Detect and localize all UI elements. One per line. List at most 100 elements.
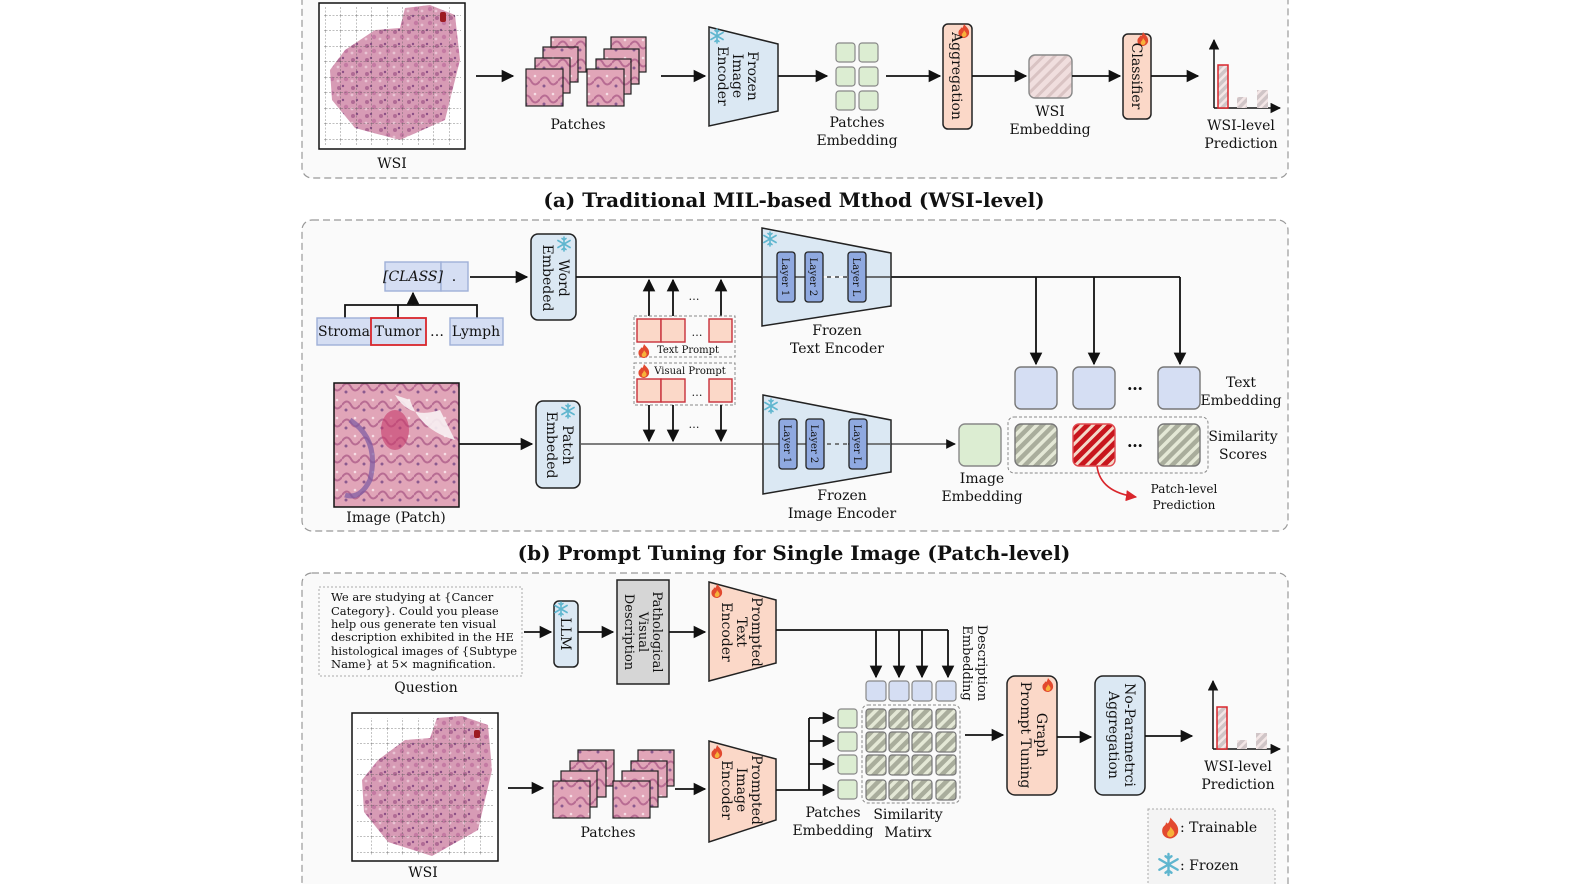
prediction-bar-2: [1237, 97, 1247, 108]
image-layer-1: [778, 418, 798, 470]
class-tumor: [370, 317, 427, 346]
similarity-score-3: [1157, 423, 1201, 467]
text-embedding-2: [1072, 366, 1116, 410]
section-b: [CLASS] . Stroma Tumor … Lymph Word Embe…: [301, 219, 1289, 532]
word-embed-line-2: Embeded: [539, 245, 555, 312]
image-layer-1-label: Layer 1: [781, 425, 792, 464]
patch-embeddings-c: [837, 708, 858, 800]
similarity-line-1: Similarity: [1208, 429, 1277, 445]
question-line-3: help ous generate ten visual: [331, 617, 496, 631]
similarity-cell-2-3: [935, 754, 957, 776]
patches-embedding-line-1: Patches: [829, 115, 884, 131]
similarity-line-2: Scores: [1219, 447, 1267, 463]
similarity-cell-2-2: [911, 754, 933, 776]
text-layer-1: [776, 251, 796, 303]
section-c-frame: [301, 572, 1289, 884]
encoder-line-2: Image: [729, 54, 745, 98]
patches-embedding-line-2: Embedding: [816, 133, 897, 149]
prompted-text-line-1: Prompted: [748, 597, 764, 667]
section-a: WSI Patches Frozen Image Encoder: [301, 0, 1289, 179]
text-prompt-label: Text Prompt: [657, 345, 719, 356]
visual-arrows-ellipsis: …: [689, 418, 700, 431]
text-encoder-line-1: Frozen: [812, 323, 862, 339]
image-encoder-line-2: Image Encoder: [788, 506, 897, 522]
text-arrows-ellipsis: …: [689, 290, 700, 303]
frozen-image-encoder-b: Layer 1 Layer 2 Layer L: [762, 394, 892, 495]
similarity-cell-0-3: [935, 708, 957, 730]
text-prompt-group: … Text Prompt: [633, 315, 736, 358]
pathological-line-1: Pathological: [649, 592, 664, 673]
class-lymph-label: Lymph: [452, 324, 500, 340]
pathological-line-3: Description: [621, 594, 636, 671]
question-line-1: We are studying at {Cancer: [331, 590, 494, 604]
patches-label: Patches: [550, 117, 605, 133]
prompted-text-line-3: Encoder: [718, 602, 734, 662]
prompted-image-line-2: Image: [733, 768, 749, 812]
text-prompt-ellipsis: …: [692, 326, 703, 339]
patch-embed-block: Patch Embeded: [535, 400, 581, 489]
similarity-cell-2-1: [888, 754, 910, 776]
wsi-label: WSI: [377, 156, 407, 172]
class-token: [CLASS]: [383, 269, 444, 285]
text-embedding-1: [1014, 366, 1058, 410]
class-token-row: [CLASS] .: [383, 261, 469, 292]
llm-block: LLM: [553, 600, 579, 668]
patch-embed-line-1: Patch: [559, 425, 575, 465]
question-box: We are studying at {Cancer Category}. Co…: [318, 586, 523, 677]
patches-embedding-c-line-2: Embedding: [792, 823, 873, 839]
encoder-line-1: Frozen: [744, 51, 760, 101]
description-embedding-line-1: Description: [974, 625, 989, 702]
class-tree-lines: [344, 304, 478, 318]
similarity-cell-1-1: [888, 731, 910, 753]
graph-prompt-tuning-block: Graph Prompt Tuning: [1006, 675, 1058, 796]
patches-embedding-grid: [835, 42, 879, 111]
patches-embedding-c-line-1: Patches: [805, 805, 860, 821]
caption-b: (b) Prompt Tuning for Single Image (Patc…: [518, 541, 1071, 565]
graph-prompt-line-2: Prompt Tuning: [1017, 682, 1033, 789]
class-lymph: [449, 317, 504, 346]
patches-label-c: Patches: [580, 825, 635, 841]
pathological-description-block: Pathological Visual Description: [616, 579, 670, 685]
similarity-cell-1-3: [935, 731, 957, 753]
pathological-line-2: Visual: [635, 611, 650, 652]
text-embedding-ellipsis: …: [1127, 375, 1143, 394]
similarity-score-1: [1014, 423, 1058, 467]
word-embed-line-1: Word: [555, 259, 571, 297]
visual-prompt-label: Visual Prompt: [653, 366, 726, 377]
similarity-cell-3-3: [935, 779, 957, 801]
text-layer-2-label: Layer 2: [807, 258, 818, 297]
wsi-prediction-chart-c: [1207, 679, 1282, 755]
text-encoder-line-2: Text Encoder: [790, 341, 884, 357]
similarity-cell-0-2: [911, 708, 933, 730]
wsi-embedding-line-1: WSI: [1035, 104, 1065, 120]
image-layer-l: [848, 418, 868, 470]
aggregation-c-line-1: No-Parametrci: [1121, 683, 1137, 787]
similarity-ellipsis: …: [1127, 432, 1143, 451]
prediction-c-bar-1: [1216, 706, 1228, 750]
text-layer-2: [804, 251, 824, 303]
patches-stack-c: [552, 749, 675, 819]
patches-stack: [525, 36, 647, 107]
class-options: Stroma Tumor … Lymph: [316, 317, 504, 346]
prediction-c-bar-3: [1256, 733, 1267, 749]
text-layer-l: [847, 251, 867, 303]
similarity-cell-1-2: [911, 731, 933, 753]
visual-prompt-ellipsis: …: [692, 386, 703, 399]
description-embedding-line-2: Embedding: [959, 625, 974, 700]
wsi-image-c: [351, 712, 499, 862]
image-layer-2: [805, 418, 825, 470]
image-embedding-line-1: Image: [960, 471, 1004, 487]
similarity-matrix-line-2: Matirx: [884, 825, 931, 841]
frozen-text-encoder: Layer 1 Layer 2 Layer L: [761, 227, 892, 327]
graph-prompt-line-1: Graph: [1033, 713, 1049, 757]
text-embeddings: …: [1014, 366, 1201, 410]
similarity-cell-3-1: [888, 779, 910, 801]
prediction-c-line-2: Prediction: [1201, 777, 1274, 793]
prediction-line-1: WSI-level: [1207, 118, 1275, 134]
class-ellipsis: …: [430, 324, 444, 340]
red-prediction-arrow: [1096, 465, 1138, 502]
wsi-embedding-box: [1028, 54, 1073, 99]
wsi-prediction-chart: [1208, 38, 1282, 114]
image-embedding-line-2: Embedding: [941, 489, 1022, 505]
